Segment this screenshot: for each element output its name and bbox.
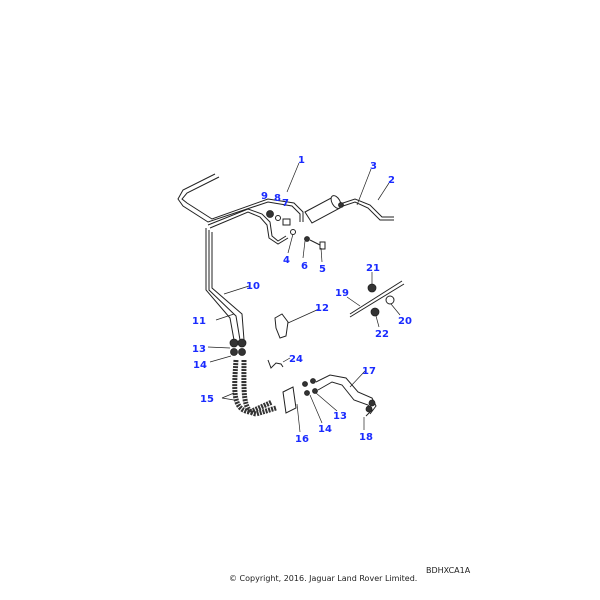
diagram-reference-code: BDHXCA1A bbox=[426, 566, 471, 575]
part-7-adapter bbox=[282, 218, 291, 226]
callout-10[interactable]: 10 bbox=[246, 281, 260, 292]
callout-15[interactable]: 15 bbox=[200, 394, 214, 405]
callout-labels: 1 2 3 4 5 6 7 8 9 10 11 12 13 14 15 16 1… bbox=[192, 155, 412, 445]
part-16-bracket bbox=[282, 386, 297, 414]
callout-4[interactable]: 4 bbox=[283, 255, 290, 266]
part-3-cylinder bbox=[304, 195, 394, 224]
part-6-washer bbox=[304, 236, 310, 242]
part-9-nut bbox=[266, 210, 274, 218]
callout-20[interactable]: 20 bbox=[398, 316, 412, 327]
callout-22[interactable]: 22 bbox=[375, 329, 389, 340]
callout-14-upper[interactable]: 14 bbox=[193, 360, 207, 371]
part-20-nut bbox=[385, 295, 395, 305]
callout-5[interactable]: 5 bbox=[319, 264, 326, 275]
part-8-washer bbox=[275, 215, 281, 221]
part-22-union bbox=[370, 307, 380, 317]
part-12-clip bbox=[274, 313, 289, 339]
callout-7[interactable]: 7 bbox=[282, 198, 289, 209]
callout-12[interactable]: 12 bbox=[315, 303, 329, 314]
pipe-drawing bbox=[177, 162, 405, 433]
callout-18[interactable]: 18 bbox=[359, 432, 373, 443]
part-15-hoses bbox=[229, 338, 277, 417]
callout-11[interactable]: 11 bbox=[192, 316, 206, 327]
part-5-bolt bbox=[309, 239, 326, 250]
callout-3[interactable]: 3 bbox=[370, 161, 377, 172]
part-21-union bbox=[367, 283, 377, 293]
part-24-clip bbox=[267, 359, 284, 369]
callout-8[interactable]: 8 bbox=[274, 193, 281, 204]
callout-14-lower[interactable]: 14 bbox=[318, 424, 332, 435]
callout-16[interactable]: 16 bbox=[295, 434, 309, 445]
callout-19[interactable]: 19 bbox=[335, 288, 349, 299]
callout-13-lower[interactable]: 13 bbox=[333, 411, 347, 422]
callout-21[interactable]: 21 bbox=[366, 263, 380, 274]
copyright-notice: © Copyright, 2016. Jaguar Land Rover Lim… bbox=[229, 574, 418, 583]
callout-1[interactable]: 1 bbox=[298, 155, 305, 166]
callout-2[interactable]: 2 bbox=[388, 175, 395, 186]
callout-9[interactable]: 9 bbox=[261, 191, 268, 202]
part-4-washer bbox=[290, 229, 296, 235]
callout-13-upper[interactable]: 13 bbox=[192, 344, 206, 355]
callout-6[interactable]: 6 bbox=[301, 261, 308, 272]
callout-17[interactable]: 17 bbox=[362, 366, 376, 377]
callout-24[interactable]: 24 bbox=[289, 354, 303, 365]
